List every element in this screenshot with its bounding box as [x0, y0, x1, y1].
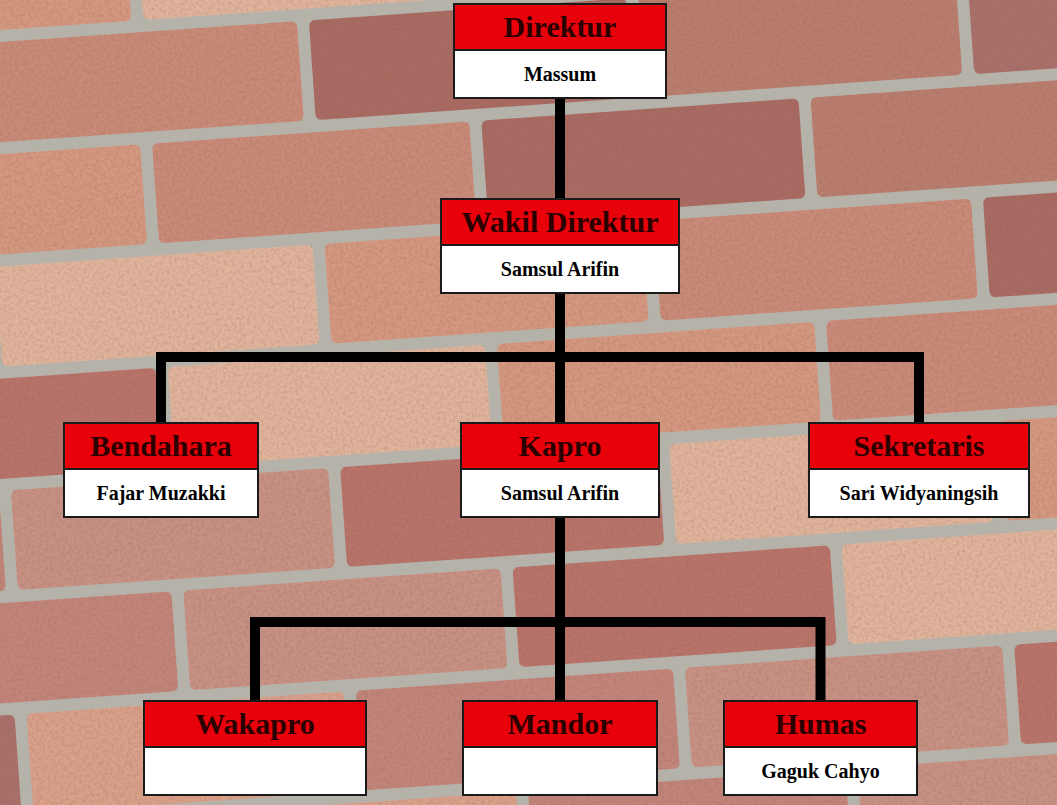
org-box: KaproSamsul Arifin	[460, 422, 660, 518]
brick	[152, 121, 476, 243]
brick-texture	[0, 21, 304, 143]
brick-texture	[0, 144, 147, 266]
brick	[1014, 622, 1057, 744]
brick-texture	[983, 176, 1057, 298]
brick-texture	[654, 199, 978, 321]
brick	[0, 715, 22, 805]
brick-texture	[0, 715, 22, 805]
brick	[967, 0, 1057, 74]
org-box: HumasGaguk Cahyo	[723, 700, 918, 796]
brick-texture	[0, 245, 319, 367]
person-name: Massum	[455, 51, 665, 97]
brick	[983, 176, 1057, 298]
brick-texture	[0, 491, 6, 613]
position-title: Wakil Direktur	[442, 200, 678, 246]
org-connector	[555, 99, 565, 198]
brick	[0, 21, 304, 143]
brick-texture	[638, 0, 962, 97]
brick	[11, 468, 335, 590]
brick	[0, 591, 178, 713]
org-connector	[255, 518, 560, 700]
org-connector	[560, 518, 821, 700]
brick-texture	[967, 0, 1057, 74]
empty-name-field	[145, 748, 365, 794]
brick	[0, 491, 6, 613]
position-title: Wakapro	[145, 702, 365, 748]
person-name: Gaguk Cahyo	[725, 748, 916, 794]
org-box: BendaharaFajar Muzakki	[63, 422, 259, 518]
org-box: Wakapro	[143, 700, 367, 796]
brick-texture	[183, 568, 507, 690]
org-connector	[560, 294, 919, 422]
brick-texture	[0, 591, 178, 713]
brick	[183, 568, 507, 690]
brick-texture	[152, 121, 476, 243]
brick-texture	[1014, 622, 1057, 744]
brick	[0, 245, 319, 367]
position-title: Kapro	[462, 424, 658, 470]
brick-texture	[810, 75, 1057, 197]
person-name: Samsul Arifin	[462, 470, 658, 516]
brick	[638, 0, 962, 97]
brick	[810, 75, 1057, 197]
org-connector	[161, 294, 560, 422]
brick-texture	[11, 468, 335, 590]
org-box: DirekturMassum	[453, 3, 667, 99]
person-name: Sari Widyaningsih	[810, 470, 1028, 516]
brick	[842, 522, 1057, 644]
org-box: Mandor	[462, 700, 658, 796]
org-box: Wakil DirekturSamsul Arifin	[440, 198, 680, 294]
position-title: Direktur	[455, 5, 665, 51]
position-title: Mandor	[464, 702, 656, 748]
position-title: Humas	[725, 702, 916, 748]
brick	[654, 199, 978, 321]
position-title: Sekretaris	[810, 424, 1028, 470]
brick-texture	[842, 522, 1057, 644]
brick	[0, 144, 147, 266]
person-name: Fajar Muzakki	[65, 470, 257, 516]
person-name: Samsul Arifin	[442, 246, 678, 292]
empty-name-field	[464, 748, 656, 794]
position-title: Bendahara	[65, 424, 257, 470]
org-box: SekretarisSari Widyaningsih	[808, 422, 1030, 518]
